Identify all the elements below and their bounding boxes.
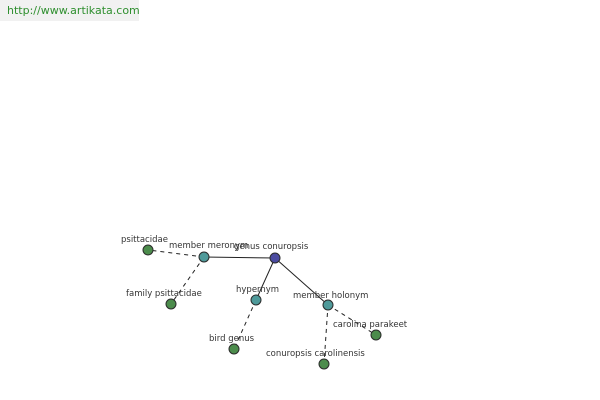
node-family-psittacidae[interactable]: [165, 298, 177, 310]
node-psittacidae[interactable]: [142, 244, 154, 256]
edge-center-to-member-holonym: [274, 257, 329, 306]
node-bird-genus[interactable]: [228, 343, 240, 355]
node-label-bird-genus[interactable]: bird genus: [209, 334, 255, 344]
node-label-conuropsis-carolinensis[interactable]: conuropsis carolinensis: [266, 349, 365, 359]
node-hypernym[interactable]: [250, 294, 262, 306]
node-label-psittacidae[interactable]: psittacidae: [121, 235, 168, 245]
node-carolina-parakeet[interactable]: [370, 329, 382, 341]
site-url-banner[interactable]: http://www.artikata.com: [0, 0, 140, 21]
edge-member-meronym-to-psittacidae: [147, 249, 205, 258]
node-label-center[interactable]: genus conuropsis: [234, 242, 309, 252]
node-member-meronym[interactable]: [198, 251, 210, 263]
edges-layer: [147, 249, 377, 365]
node-label-carolina-parakeet[interactable]: carolina parakeet: [333, 320, 408, 330]
edge-member-meronym-to-family-psittacidae: [170, 256, 205, 305]
edge-hypernym-to-bird-genus: [233, 299, 257, 350]
node-center[interactable]: [269, 252, 281, 264]
edge-member-holonym-to-conuropsis-carolinensis: [323, 304, 329, 365]
node-label-hypernym[interactable]: hypernym: [236, 285, 279, 295]
edge-center-to-hypernym: [255, 257, 276, 301]
nodes-layer: [142, 244, 382, 370]
node-label-family-psittacidae[interactable]: family psittacidae: [126, 289, 202, 299]
node-label-member-meronym[interactable]: member meronym: [169, 241, 248, 251]
edge-member-holonym-to-carolina-parakeet: [327, 304, 377, 336]
node-member-holonym[interactable]: [322, 299, 334, 311]
edge-center-to-member-meronym: [203, 256, 276, 259]
node-conuropsis-carolinensis[interactable]: [318, 358, 330, 370]
node-label-member-holonym[interactable]: member holonym: [293, 291, 368, 301]
